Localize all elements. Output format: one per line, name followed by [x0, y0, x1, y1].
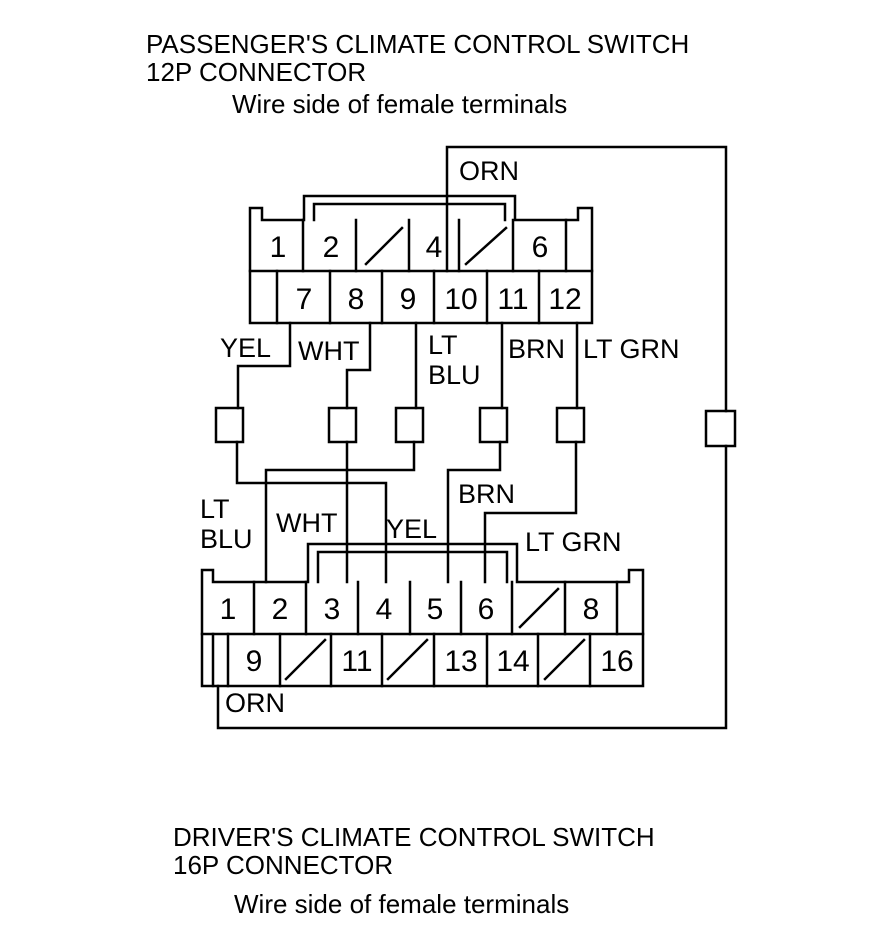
pin-16p-6: 6	[478, 593, 495, 626]
connector-12p	[248, 194, 594, 325]
label-brn-top: BRN	[508, 334, 565, 364]
pin-12p-10: 10	[444, 283, 477, 316]
pin-12p-4: 4	[426, 231, 443, 264]
label-yel-bot: YEL	[386, 514, 437, 544]
pin-12p-7: 7	[296, 283, 313, 316]
pin-16p-13: 13	[444, 645, 477, 678]
inline-terminals	[214, 406, 737, 448]
passenger-title-line2: 12P CONNECTOR	[146, 57, 367, 87]
label-yel-top: YEL	[220, 333, 271, 363]
label-ltgrn-top: LT GRN	[583, 334, 680, 364]
label-ltgrn-bot: LT GRN	[525, 527, 622, 557]
pin-12p-1: 1	[270, 231, 287, 264]
driver-subtitle: Wire side of female terminals	[234, 889, 570, 919]
pin-16p-9: 9	[246, 645, 263, 678]
passenger-title-line1: PASSENGER'S CLIMATE CONTROL SWITCH	[146, 29, 690, 59]
wire-ltblu-bot	[264, 440, 416, 584]
wire-wht-top	[345, 321, 372, 410]
label-ltblu-top-1: LT	[428, 330, 458, 360]
label-ltblu-top-2: BLU	[428, 360, 481, 390]
driver-title-line2: 16P CONNECTOR	[173, 850, 394, 880]
pin-16p-8: 8	[583, 593, 600, 626]
label-ltblu-bot-1: LT	[200, 494, 230, 524]
pin-16p-1: 1	[220, 593, 237, 626]
connector-16p	[200, 542, 645, 688]
pin-16p-11: 11	[341, 645, 372, 678]
pin-16p-2: 2	[272, 593, 289, 626]
wire-brn-bot	[446, 440, 502, 584]
pin-12p-8: 8	[348, 283, 365, 316]
pin-16p-5: 5	[427, 593, 444, 626]
label-wht-bot: WHT	[276, 508, 337, 538]
pin-12p-2: 2	[323, 231, 340, 264]
pin-12p-9: 9	[400, 283, 417, 316]
pin-16p-4: 4	[376, 593, 393, 626]
pin-16p-3: 3	[324, 593, 341, 626]
label-orn-bot: ORN	[225, 688, 285, 718]
wire-yel-bot	[235, 440, 388, 584]
pin-12p-12: 12	[548, 283, 581, 316]
wires	[216, 145, 728, 730]
wire-ltgrn-bot	[483, 440, 578, 584]
label-brn-bot: BRN	[458, 479, 515, 509]
label-ltblu-bot-2: BLU	[200, 524, 253, 554]
pin-16p-16: 16	[600, 645, 633, 678]
driver-title-line1: DRIVER'S CLIMATE CONTROL SWITCH	[173, 822, 655, 852]
pin-16p-14: 14	[496, 645, 529, 678]
pin-12p-11: 11	[497, 283, 528, 316]
label-orn-top: ORN	[459, 156, 519, 186]
passenger-subtitle: Wire side of female terminals	[232, 89, 568, 119]
pin-12p-6: 6	[532, 231, 549, 264]
wire-orn	[445, 145, 728, 413]
wire-yel-top	[236, 321, 292, 410]
label-wht-top: WHT	[298, 336, 359, 366]
